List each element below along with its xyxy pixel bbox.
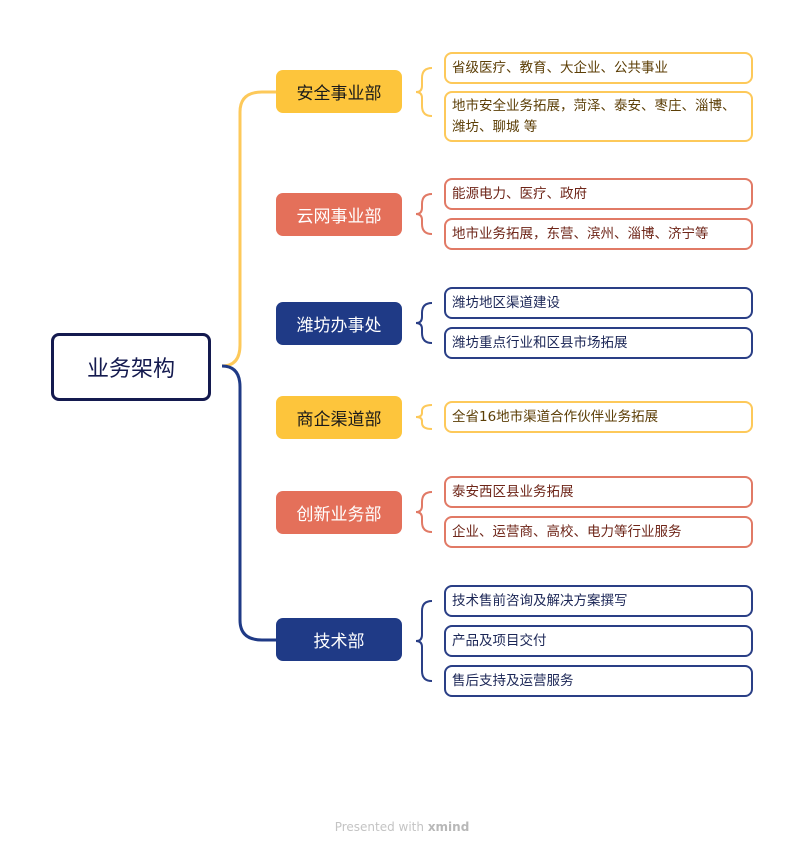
leaf-label: 潍坊地区渠道建设 (452, 294, 560, 311)
brace-6 (415, 600, 433, 682)
branch-technology[interactable]: 技术部 (276, 618, 402, 661)
branch-innovation[interactable]: 创新业务部 (276, 491, 402, 534)
branch-label: 商企渠道部 (296, 410, 382, 430)
brace-1 (415, 67, 433, 117)
leaf-label: 企业、运营商、高校、电力等行业服务 (452, 523, 682, 540)
connector-navy (221, 364, 276, 642)
leaf-node[interactable]: 省级医疗、教育、大企业、公共事业 (444, 52, 753, 84)
leaf-node[interactable]: 技术售前咨询及解决方案撰写 (444, 585, 753, 617)
leaf-node[interactable]: 企业、运营商、高校、电力等行业服务 (444, 516, 753, 548)
leaf-node[interactable]: 地市安全业务拓展，菏泽、泰安、枣庄、淄博、潍坊、聊城 等 (444, 91, 753, 142)
leaf-label: 能源电力、医疗、政府 (452, 185, 587, 202)
leaf-label: 技术售前咨询及解决方案撰写 (452, 592, 628, 609)
leaf-label: 泰安西区县业务拓展 (452, 483, 574, 500)
leaf-node[interactable]: 全省16地市渠道合作伙伴业务拓展 (444, 401, 753, 433)
branch-weifang-office[interactable]: 潍坊办事处 (276, 302, 402, 345)
branch-label: 技术部 (313, 632, 365, 652)
branch-label: 潍坊办事处 (296, 316, 382, 336)
leaf-label: 售后支持及运营服务 (452, 672, 574, 689)
brace-3 (415, 302, 433, 344)
leaf-label: 产品及项目交付 (452, 632, 547, 649)
branch-label: 安全事业部 (296, 84, 382, 104)
leaf-label: 地市业务拓展，东营、滨州、淄博、济宁等 (452, 225, 709, 242)
connector-yellow (221, 90, 276, 368)
branch-security[interactable]: 安全事业部 (276, 70, 402, 113)
leaf-label: 全省16地市渠道合作伙伴业务拓展 (452, 408, 659, 425)
xmind-logo: xmind (427, 820, 470, 834)
footer-prefix: Presented with (334, 820, 424, 834)
footer-credit: Presented with xmind (0, 820, 804, 834)
leaf-node[interactable]: 售后支持及运营服务 (444, 665, 753, 697)
leaf-node[interactable]: 潍坊重点行业和区县市场拓展 (444, 327, 753, 359)
brace-4 (415, 404, 433, 430)
brace-2 (415, 193, 433, 235)
leaf-node[interactable]: 产品及项目交付 (444, 625, 753, 657)
branch-label: 创新业务部 (296, 505, 382, 525)
leaf-node[interactable]: 地市业务拓展，东营、滨州、淄博、济宁等 (444, 218, 753, 250)
branch-cloud-network[interactable]: 云网事业部 (276, 193, 402, 236)
leaf-label: 地市安全业务拓展，菏泽、泰安、枣庄、淄博、潍坊、聊城 等 (452, 97, 736, 135)
root-label: 业务架构 (86, 357, 175, 382)
branch-channel[interactable]: 商企渠道部 (276, 396, 402, 439)
root-node[interactable]: 业务架构 (51, 333, 211, 401)
leaf-label: 省级医疗、教育、大企业、公共事业 (452, 59, 668, 76)
leaf-node[interactable]: 泰安西区县业务拓展 (444, 476, 753, 508)
leaf-node[interactable]: 能源电力、医疗、政府 (444, 178, 753, 210)
leaf-node[interactable]: 潍坊地区渠道建设 (444, 287, 753, 319)
brace-5 (415, 491, 433, 533)
leaf-label: 潍坊重点行业和区县市场拓展 (452, 334, 628, 351)
branch-label: 云网事业部 (296, 207, 382, 227)
